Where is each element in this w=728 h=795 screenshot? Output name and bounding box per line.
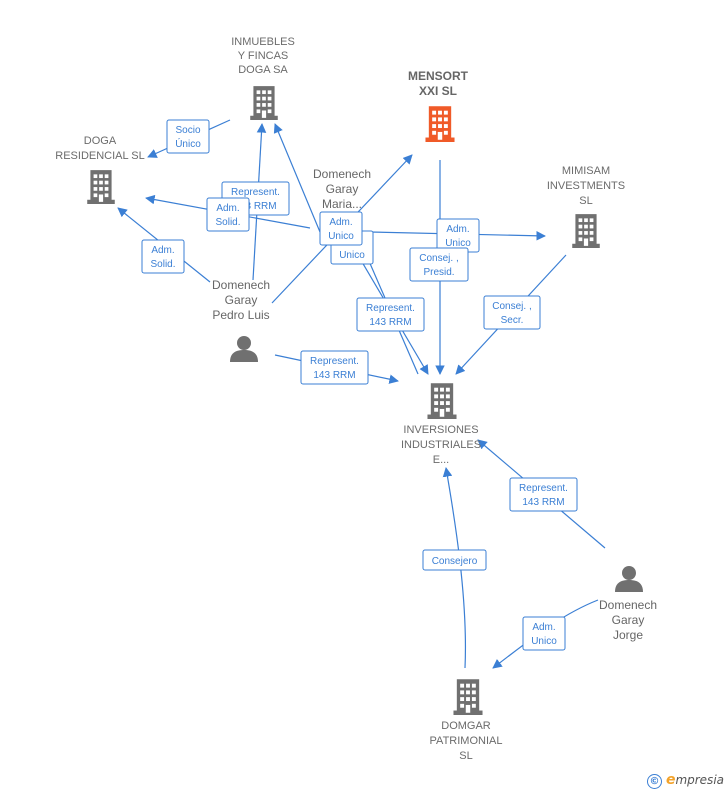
node-domenech-garay-maria[interactable]: Domenech Garay Maria...: [313, 167, 371, 211]
edge-maria-inmuebles: [273, 123, 321, 233]
edge-label-adm-unico-jorge-domgar: Adm. Unico: [522, 616, 566, 651]
edge-label-consejero: Consejero: [422, 549, 487, 571]
svg-text:Adm.: Adm.: [532, 622, 555, 633]
svg-text:Consej. ,: Consej. ,: [419, 253, 458, 264]
building-icon: [453, 679, 483, 715]
svg-text:Represent.: Represent.: [366, 303, 415, 314]
svg-text:Garay: Garay: [612, 613, 645, 627]
svg-text:Garay: Garay: [225, 293, 258, 307]
svg-text:Unico: Unico: [328, 231, 354, 242]
svg-text:DOGA: DOGA: [84, 135, 117, 147]
svg-text:Unico: Unico: [531, 636, 557, 647]
svg-text:Maria...: Maria...: [322, 197, 362, 211]
svg-text:Pedro Luis: Pedro Luis: [212, 308, 269, 322]
svg-text:143 RRM: 143 RRM: [234, 201, 276, 212]
svg-text:Adm.: Adm.: [216, 203, 239, 214]
brand-logo-text: mpresia: [675, 773, 724, 787]
svg-text:DOMGAR: DOMGAR: [441, 720, 491, 732]
edge-label-consej-secr: Consej. , Secr.: [483, 295, 541, 330]
svg-text:Único: Único: [175, 137, 201, 150]
svg-text:INDUSTRIALES: INDUSTRIALES: [401, 439, 481, 451]
svg-text:Solid.: Solid.: [150, 259, 175, 270]
node-domenech-garay-pedro-luis[interactable]: Domenech Garay Pedro Luis: [212, 278, 270, 362]
edge-label-consej-presid: Consej. , Presid.: [409, 247, 469, 282]
svg-text:Unico: Unico: [339, 250, 365, 261]
edge-label-represent-jorge-inv: Represent. 143 RRM: [509, 477, 578, 512]
svg-text:143 RRM: 143 RRM: [522, 497, 564, 508]
svg-text:Domenech: Domenech: [599, 598, 657, 612]
node-domenech-garay-jorge[interactable]: Domenech Garay Jorge: [599, 566, 657, 642]
edge-label-adm-solid-doga-2: Adm. Solid.: [141, 239, 185, 274]
svg-text:Represent.: Represent.: [231, 187, 280, 198]
svg-text:143 RRM: 143 RRM: [369, 317, 411, 328]
svg-text:DOGA SA: DOGA SA: [238, 64, 288, 76]
edge-label-represent-pedro-inv: Represent. 143 RRM: [300, 350, 369, 385]
footer-brand: ©empresia: [646, 772, 724, 789]
svg-text:Garay: Garay: [326, 182, 359, 196]
svg-text:Represent.: Represent.: [519, 483, 568, 494]
svg-text:143 RRM: 143 RRM: [313, 370, 355, 381]
svg-text:Jorge: Jorge: [613, 628, 643, 642]
edge-label-adm-solid-doga-1: Adm. Solid.: [206, 197, 250, 232]
svg-text:E...: E...: [433, 454, 450, 466]
svg-text:Socio: Socio: [175, 125, 200, 136]
svg-text:Adm.: Adm.: [446, 224, 469, 235]
building-icon-highlight: [425, 106, 455, 142]
svg-text:Represent.: Represent.: [310, 356, 359, 367]
svg-text:SL: SL: [459, 750, 472, 762]
building-icon: [250, 86, 278, 120]
node-mimisam-investments[interactable]: MIMISAM INVESTMENTS SL: [547, 165, 625, 248]
building-icon: [572, 214, 600, 248]
svg-text:Consej. ,: Consej. ,: [492, 301, 531, 312]
node-mensort-xxi[interactable]: MENSORT XXI SL: [408, 69, 469, 142]
edge-label-socio-unico: Socio Único: [166, 119, 210, 154]
svg-text:Y FINCAS: Y FINCAS: [238, 50, 289, 62]
svg-text:RESIDENCIAL SL: RESIDENCIAL SL: [55, 150, 144, 162]
node-inversiones-industriales[interactable]: INVERSIONES INDUSTRIALES E...: [401, 383, 481, 466]
svg-text:Secr.: Secr.: [501, 315, 524, 326]
svg-text:Domenech: Domenech: [313, 167, 371, 181]
brand-logo-e: e: [665, 772, 676, 788]
edge-label-adm-unico-mimisam: Adm. Unico: [436, 218, 480, 253]
svg-text:Adm.: Adm.: [151, 245, 174, 256]
svg-text:INVESTMENTS: INVESTMENTS: [547, 180, 625, 192]
svg-text:Presid.: Presid.: [423, 267, 454, 278]
svg-text:INVERSIONES: INVERSIONES: [403, 424, 478, 436]
node-doga-residencial[interactable]: DOGA RESIDENCIAL SL: [55, 135, 145, 204]
svg-text:Solid.: Solid.: [215, 217, 240, 228]
building-icon: [87, 170, 115, 204]
person-icon: [615, 566, 643, 592]
node-inmuebles-y-fincas-doga[interactable]: INMUEBLES Y FINCAS DOGA SA: [231, 36, 295, 120]
svg-text:MIMISAM: MIMISAM: [562, 165, 610, 177]
person-icon: [230, 336, 258, 362]
edge-label-adm-unico-maria-mensort: Adm. Unico: [319, 211, 363, 246]
svg-text:Consejero: Consejero: [432, 556, 478, 567]
svg-text:MENSORT: MENSORT: [408, 69, 469, 83]
node-domgar-patrimonial[interactable]: DOMGAR PATRIMONIAL SL: [430, 679, 503, 762]
svg-text:XXI SL: XXI SL: [419, 84, 457, 98]
svg-text:Domenech: Domenech: [212, 278, 270, 292]
svg-text:INMUEBLES: INMUEBLES: [231, 36, 295, 48]
svg-text:Adm.: Adm.: [329, 217, 352, 228]
building-icon: [427, 383, 457, 419]
svg-text:Unico: Unico: [445, 238, 471, 249]
svg-text:PATRIMONIAL: PATRIMONIAL: [430, 735, 503, 747]
svg-text:SL: SL: [579, 195, 592, 207]
copyright-icon: ©: [646, 774, 662, 789]
edge-label-represent-maria-inv: Represent. 143 RRM: [356, 297, 425, 332]
